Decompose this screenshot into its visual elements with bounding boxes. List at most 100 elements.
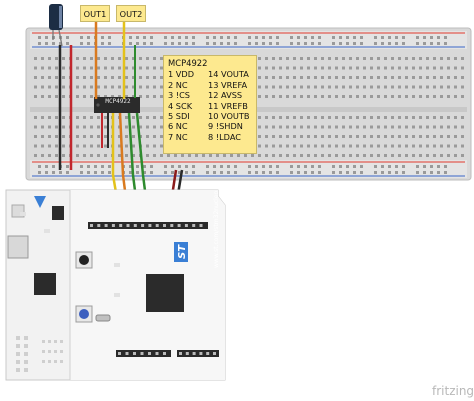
- hole: [314, 66, 317, 70]
- hole: [461, 76, 464, 79]
- hole: [370, 57, 373, 60]
- hole: [461, 116, 464, 119]
- hole: [20, 212, 26, 216]
- hole: [412, 76, 415, 79]
- hole: [258, 125, 261, 129]
- hole: [314, 135, 317, 138]
- hole: [405, 66, 408, 70]
- hole: [153, 135, 156, 138]
- hole: [384, 144, 387, 148]
- hole: [346, 36, 349, 39]
- hole: [398, 66, 401, 70]
- hole: [125, 144, 128, 148]
- hole: [307, 57, 310, 60]
- hole: [398, 135, 401, 138]
- hole: [440, 144, 443, 148]
- hole: [111, 76, 114, 79]
- hole: [139, 95, 142, 98]
- usb-connector: [7, 235, 29, 259]
- hole: [97, 224, 101, 227]
- hole: [255, 171, 258, 174]
- hole: [111, 95, 114, 98]
- hole: [34, 154, 37, 157]
- hole: [83, 125, 86, 129]
- hole: [272, 85, 275, 89]
- hole: [335, 154, 338, 157]
- pin-right: 12 AVSS: [208, 90, 243, 101]
- hole: [234, 165, 237, 168]
- hole: [353, 171, 356, 174]
- hole: [321, 116, 324, 119]
- hole: [433, 66, 436, 70]
- hole: [384, 76, 387, 79]
- hole: [150, 171, 153, 174]
- hole: [133, 224, 137, 227]
- hole: [143, 165, 146, 168]
- hole: [76, 85, 79, 89]
- hole: [104, 85, 107, 89]
- hole: [80, 36, 83, 39]
- hole: [311, 36, 314, 39]
- hole: [54, 360, 57, 363]
- hole: [279, 85, 282, 89]
- hole: [101, 171, 104, 174]
- hole: [349, 95, 352, 98]
- hole: [286, 116, 289, 119]
- hole: [454, 95, 457, 98]
- hole: [255, 165, 258, 168]
- hole: [290, 36, 293, 39]
- hole: [286, 76, 289, 79]
- hole: [153, 125, 156, 129]
- hole: [234, 171, 237, 174]
- hole: [202, 154, 205, 157]
- pin-right: 10 VOUTB: [208, 111, 250, 122]
- hole: [153, 57, 156, 60]
- hole: [55, 66, 58, 70]
- hole: [132, 95, 135, 98]
- hole: [148, 224, 152, 227]
- hole: [160, 144, 163, 148]
- hole: [293, 95, 296, 98]
- hole: [335, 116, 338, 119]
- hole: [55, 154, 58, 157]
- hole: [416, 171, 419, 174]
- hole: [195, 154, 198, 157]
- hole: [171, 42, 174, 45]
- hole: [363, 135, 366, 138]
- hole: [48, 76, 51, 79]
- hole: [104, 135, 107, 138]
- hole: [90, 85, 93, 89]
- hole: [76, 154, 79, 157]
- crystal: [95, 314, 111, 322]
- hole: [160, 66, 163, 70]
- hole: [426, 85, 429, 89]
- hole: [104, 125, 107, 129]
- hole: [423, 165, 426, 168]
- hole: [153, 85, 156, 89]
- hole: [114, 293, 120, 297]
- hole: [339, 36, 342, 39]
- hole: [132, 76, 135, 79]
- hole: [171, 36, 174, 39]
- hole: [307, 95, 310, 98]
- hole: [83, 144, 86, 148]
- hole: [419, 125, 422, 129]
- hole: [55, 76, 58, 79]
- hole: [297, 171, 300, 174]
- hole: [440, 135, 443, 138]
- hole: [164, 36, 167, 39]
- hole: [328, 76, 331, 79]
- hole: [108, 171, 111, 174]
- hole: [461, 57, 464, 60]
- hole: [363, 76, 366, 79]
- hole: [199, 224, 203, 227]
- hole: [370, 144, 373, 148]
- hole: [461, 144, 464, 148]
- hole: [290, 42, 293, 45]
- hole: [311, 42, 314, 45]
- hole: [461, 85, 464, 89]
- hole: [104, 66, 107, 70]
- hole: [220, 36, 223, 39]
- hole: [153, 76, 156, 79]
- hole: [146, 154, 149, 157]
